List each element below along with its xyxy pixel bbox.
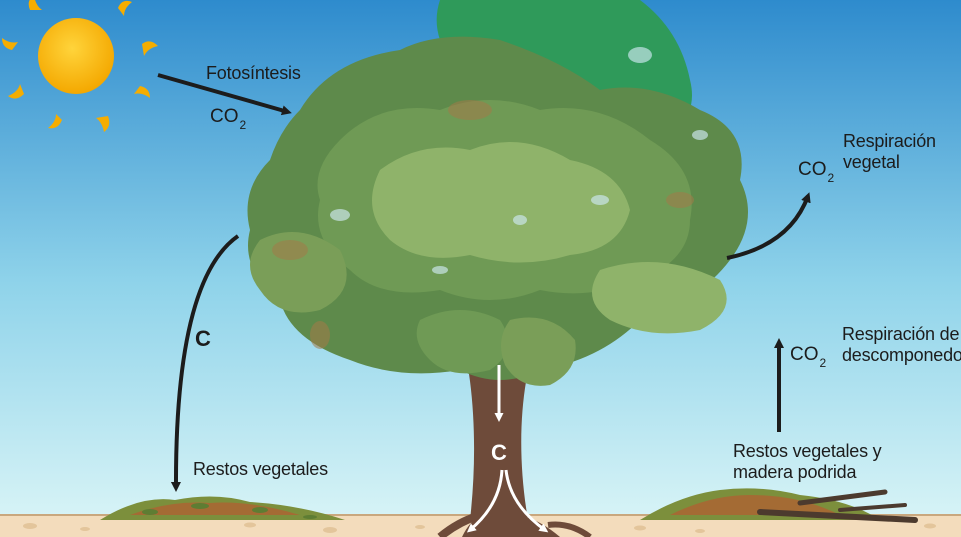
tree-icon: [247, 0, 748, 537]
co2-base: CO: [210, 106, 239, 127]
co2-label-plant-respiration: CO2: [798, 159, 835, 185]
plant-respiration-label: Respiración vegetal: [843, 131, 936, 172]
co2-label-decomposers: CO2: [790, 344, 827, 370]
litter-left-label: Restos vegetales: [193, 459, 328, 479]
co2-base: CO: [798, 159, 827, 180]
arrow-plant-respiration: [726, 192, 811, 260]
arrow-photosynthesis: [157, 73, 292, 116]
co2-subscript: 2: [239, 118, 247, 132]
leaf-litter-icon: [100, 496, 345, 520]
sun-icon: [2, 0, 158, 132]
co2-subscript: 2: [819, 356, 827, 370]
rotten-wood-icon: [640, 488, 918, 523]
photosynthesis-label: Fotosíntesis: [206, 63, 301, 83]
arrow-icon: [157, 73, 811, 492]
co2-base: CO: [790, 344, 819, 365]
co2-subscript: 2: [827, 171, 835, 185]
co2-label-photosynthesis: CO2: [210, 106, 247, 132]
arrow-litterfall: [170, 234, 240, 492]
litter-right-label: Restos vegetales y madera podrida: [733, 441, 882, 482]
carbon-litterfall-label: C: [195, 326, 211, 351]
decomposer-respiration-label: Respiración de los descomponedores: [842, 324, 961, 365]
carbon-trunk-label: C: [491, 440, 507, 465]
